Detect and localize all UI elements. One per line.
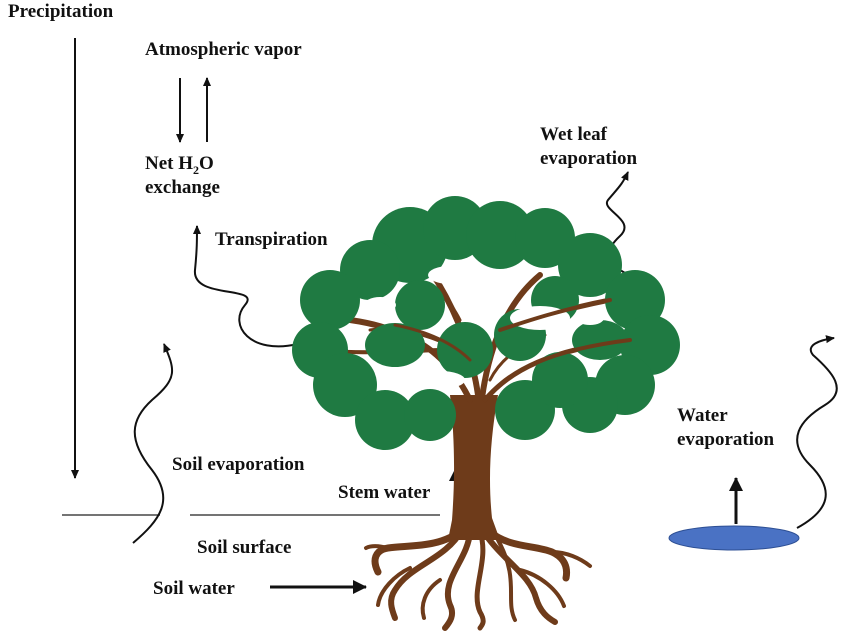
stem-water-label: Stem water <box>338 482 431 503</box>
soil-evaporation-label: Soil evaporation <box>172 454 305 475</box>
precipitation-label: Precipitation <box>8 1 114 22</box>
net-exchange-prefix: Net H <box>145 153 194 174</box>
water-pool <box>668 525 800 551</box>
wet-leaf-evaporation-label: Wet leaf evaporation <box>540 123 637 171</box>
net-exchange-suffix: O <box>199 153 214 174</box>
water-evaporation-line2: evaporation <box>677 429 775 450</box>
water-evaporation-arrow <box>796 335 838 529</box>
soil-water-label: Soil water <box>153 578 235 599</box>
water-evaporation-line1: Water <box>677 405 728 426</box>
soil-evaporation-arrow <box>132 343 174 544</box>
tree-trunk <box>448 395 500 540</box>
wet-leaf-line2: evaporation <box>540 148 638 169</box>
net-exchange-line2: exchange <box>145 177 220 198</box>
transpiration-arrow <box>192 225 299 348</box>
tree-foliage <box>292 196 680 450</box>
atmospheric-vapor-label: Atmospheric vapor <box>145 39 302 60</box>
wet-leaf-line1: Wet leaf <box>540 124 608 145</box>
tree-branch-overlay <box>393 298 632 402</box>
net-exchange-subscript: 2 <box>193 162 200 177</box>
canopy-gaps <box>364 266 604 389</box>
water-evaporation-label: Water evaporation <box>677 404 774 452</box>
tree-roots <box>364 526 592 631</box>
transpiration-label: Transpiration <box>215 229 328 250</box>
soil-surface-label: Soil surface <box>197 537 292 558</box>
